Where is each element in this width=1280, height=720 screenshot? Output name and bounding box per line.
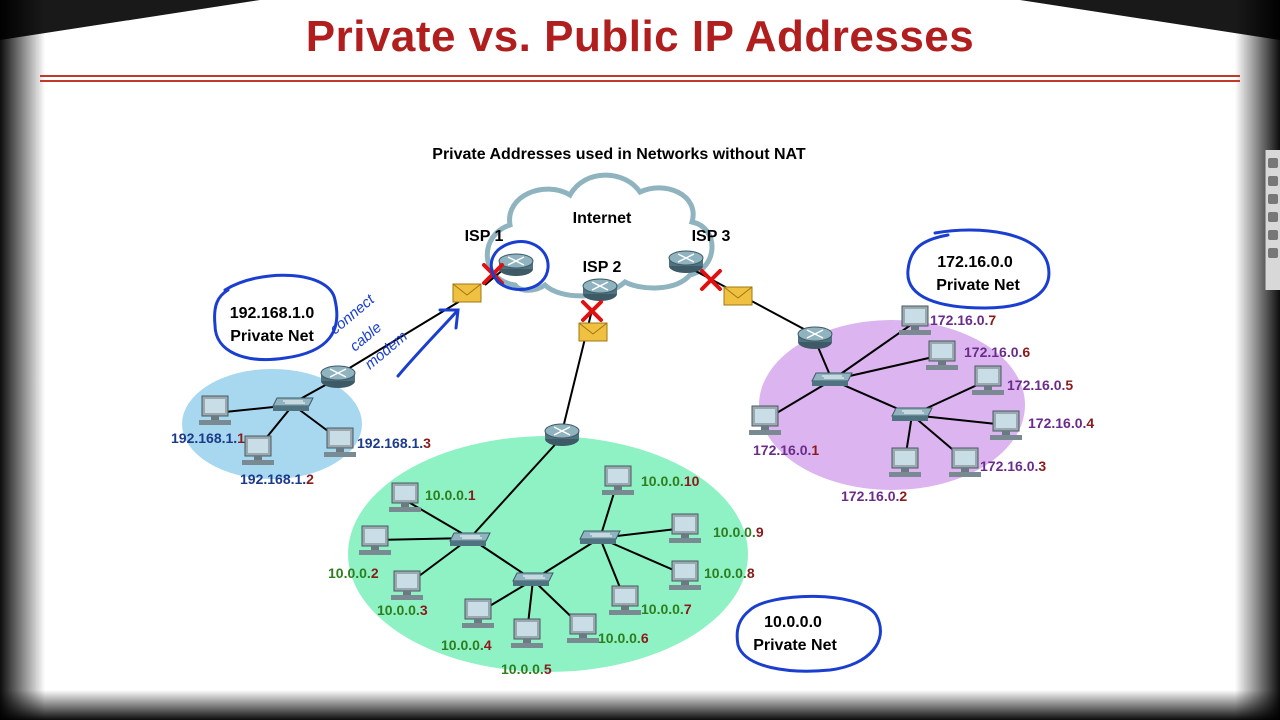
net-b-switch [579,530,621,545]
tool-icon[interactable] [1268,158,1278,168]
isp1-router [498,253,534,277]
net-c-name: Private Net [936,277,1020,294]
pc-icon [566,613,600,644]
host-label: 172.16.0.4 [1028,415,1094,431]
internet-cloud [484,172,715,299]
net-a-switch [272,397,314,412]
diagram-heading: Private Addresses used in Networks witho… [432,146,806,163]
host-label: 172.16.0.1 [753,442,819,458]
pc-icon [198,395,232,426]
host-label: 10.0.0.4 [441,637,492,653]
host-label: 10.0.0.7 [641,601,692,617]
isp3-router [668,250,704,274]
net-c-name: 172.16.0.0 [937,254,1013,271]
tool-icon[interactable] [1268,230,1278,240]
pc-icon [888,447,922,478]
ink-circle-net-b [735,594,882,673]
ink-note: connect cable modem [327,291,411,373]
isp1-label: ISP 1 [465,228,504,245]
net-b-switch [512,572,554,587]
host-label: 10.0.0.3 [377,602,428,618]
net-b-router [544,423,580,447]
net-a-name: Private Net [230,328,314,345]
packet-envelope-icon [578,322,608,342]
host-label: 10.0.0.5 [501,661,552,677]
net-a-router [320,365,356,389]
pc-icon [948,447,982,478]
packet-envelope-icon [723,286,753,306]
tool-icon[interactable] [1268,212,1278,222]
pc-icon [241,435,275,466]
tool-icon[interactable] [1268,248,1278,258]
host-label: 10.0.0.1 [425,487,476,503]
pc-icon [358,525,392,556]
host-label: 10.0.0.8 [704,565,755,581]
net-b-switch [449,532,491,547]
net-a-name: 192.168.1.0 [230,305,315,322]
pc-icon [608,585,642,616]
host-label: 10.0.0.6 [598,630,649,646]
packet-envelope-icon [452,283,482,303]
cloud-label: Internet [573,210,632,227]
host-label: 172.16.0.3 [980,458,1046,474]
ink-circle-net-a [213,273,339,361]
ink-circle-isp1 [489,240,550,291]
isp2-label: ISP 2 [583,259,622,276]
pc-icon [510,618,544,649]
host-label: 192.168.1.3 [357,435,431,451]
ink-arrow-icon [396,308,460,378]
net-b-name: Private Net [753,637,837,654]
tool-icon[interactable] [1268,194,1278,204]
host-label: 172.16.0.6 [964,344,1030,360]
ink-circle-net-c [906,228,1051,310]
tool-icon[interactable] [1268,176,1278,186]
host-label: 172.16.0.5 [1007,377,1073,393]
pc-icon [898,305,932,336]
pc-icon [323,427,357,458]
isp3-label: ISP 3 [692,228,731,245]
host-label: 10.0.0.2 [328,565,379,581]
side-toolbar[interactable] [1265,150,1280,290]
net-c-switch [811,372,853,387]
blocked-x-icon [700,269,722,291]
title-rule-bottom [40,80,1240,82]
isp2-router [582,278,618,302]
pc-icon [601,465,635,496]
pc-icon [925,340,959,371]
pc-icon [668,513,702,544]
net-b-area [348,436,748,672]
host-label: 172.16.0.2 [841,488,907,504]
pc-icon [388,482,422,513]
pc-icon [971,365,1005,396]
pc-icon [461,598,495,629]
host-label: 192.168.1.2 [240,471,314,487]
net-c-router [797,326,833,350]
pc-icon [668,560,702,591]
pc-icon [390,570,424,601]
slide-title: Private vs. Public IP Addresses [305,12,975,61]
host-label: 172.16.0.7 [930,312,996,328]
host-label: 10.0.0.10 [641,473,700,489]
pc-icon [748,405,782,436]
title-rule-top [40,75,1240,77]
blocked-x-icon [581,300,603,322]
net-c-switch [891,407,933,422]
ink-annotations [213,228,1051,673]
host-label: 192.168.1.1 [171,430,245,446]
host-label: 10.0.0.9 [713,524,764,540]
pc-icon [989,410,1023,441]
net-b-name: 10.0.0.0 [764,614,822,631]
